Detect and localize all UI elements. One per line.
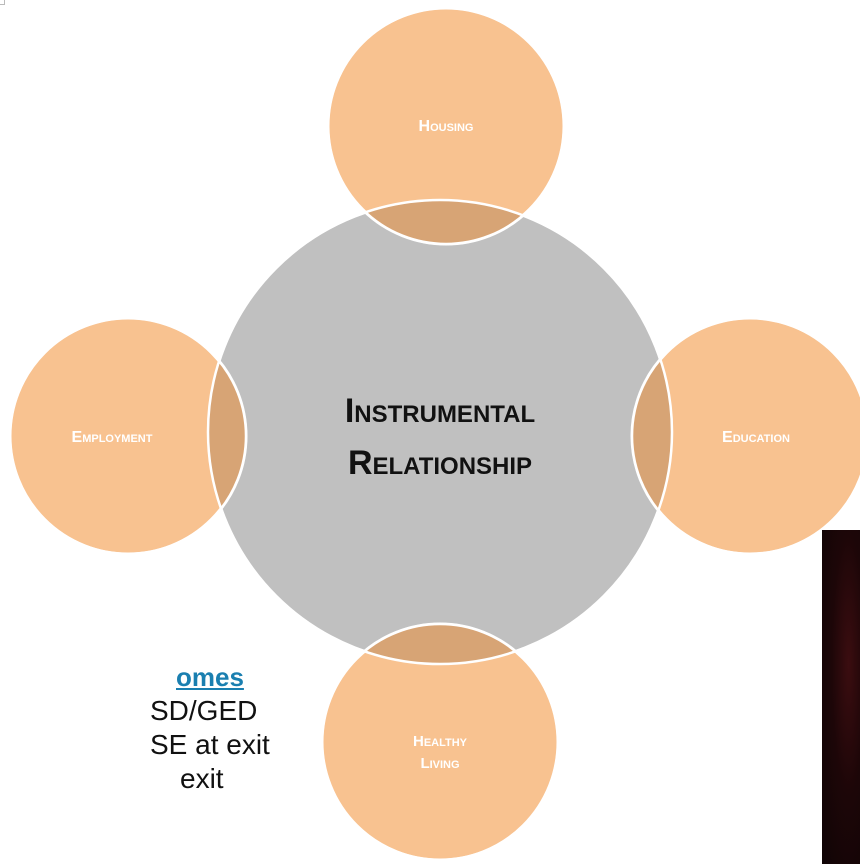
center-circle — [206, 198, 674, 666]
outcome-line-2: SE at exit — [150, 729, 270, 760]
housing-label: Housing — [419, 118, 474, 135]
corner-mark — [0, 0, 5, 5]
center-label-line1: Instrumental — [345, 392, 535, 430]
outcomes-lines: SD/GED SE at exit exit — [0, 694, 270, 796]
healthy-living-label-line2: Living — [420, 755, 459, 772]
center-label-line2: Relationship — [348, 444, 532, 482]
healthy-living-label-line1: Healthy — [413, 733, 468, 750]
outcomes-title-visible: omes — [176, 662, 244, 692]
education-label: Education — [722, 429, 790, 446]
outcome-line-3: exit — [180, 763, 224, 794]
employment-label: Employment — [72, 429, 153, 446]
outcome-line-1: SD/GED — [150, 695, 258, 726]
dark-photo-image — [822, 530, 860, 864]
